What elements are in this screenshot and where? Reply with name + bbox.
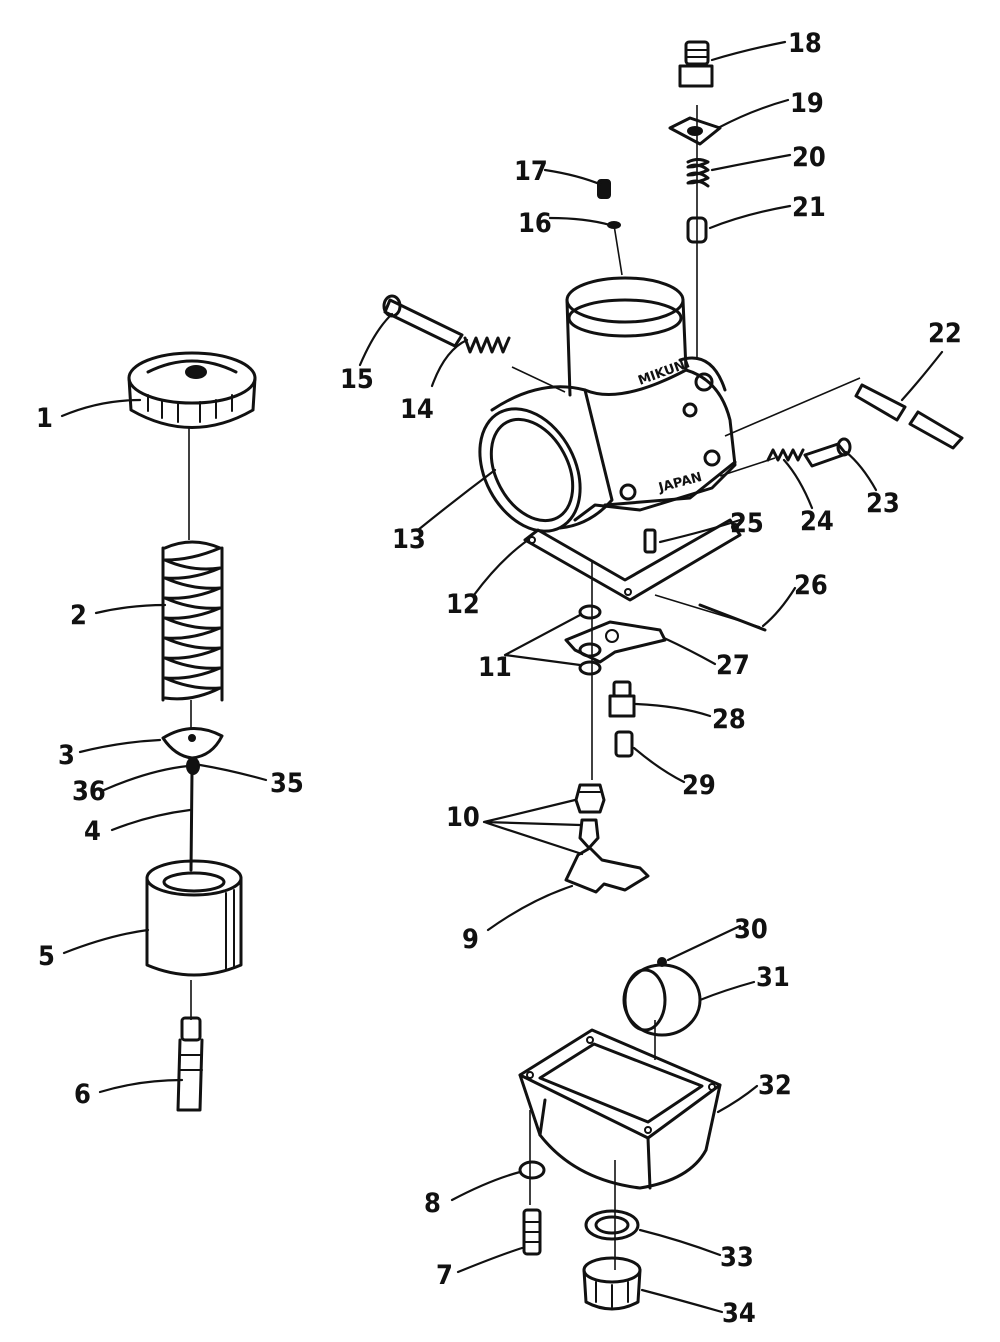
- leader-lines: [60, 40, 944, 1314]
- callout-22: 22: [928, 318, 962, 349]
- part-float: [622, 963, 702, 1037]
- part-top-screw: [597, 179, 611, 199]
- part-starter-nut: [678, 40, 714, 88]
- part-needle-valve: [578, 818, 600, 850]
- part-jet-holder: [614, 730, 634, 758]
- callout-35: 35: [270, 768, 304, 799]
- callout-20: 20: [792, 142, 826, 173]
- callout-24: 24: [800, 506, 834, 537]
- callout-15: 15: [340, 364, 374, 395]
- callout-8: 8: [424, 1188, 441, 1219]
- callout-3: 3: [58, 740, 75, 771]
- callout-32: 32: [758, 1070, 792, 1101]
- callout-4: 4: [84, 816, 101, 847]
- callout-7: 7: [436, 1260, 453, 1291]
- callout-25: 25: [730, 508, 764, 539]
- callout-18: 18: [788, 28, 822, 59]
- throttle-slide-stack: [127, 351, 257, 1112]
- callout-14: 14: [400, 394, 434, 425]
- part-main-jet: [608, 680, 636, 718]
- callout-21: 21: [792, 192, 826, 223]
- part-pilot-jet: [643, 528, 657, 554]
- callout-30: 30: [734, 914, 768, 945]
- callout-1: 1: [36, 403, 53, 434]
- part-clip-plate: [161, 726, 224, 760]
- callout-17: 17: [514, 156, 548, 187]
- part-drain-plug: [582, 1256, 642, 1311]
- part-throttle-stop-spring: [766, 448, 805, 462]
- part-float-bowl: [518, 1028, 722, 1190]
- part-air-screw: [382, 294, 464, 348]
- part-starter-plunger: [686, 216, 708, 244]
- part-starter-plate: [668, 116, 722, 146]
- part-carburetor-body: MIKUNI JAPAN: [478, 276, 737, 533]
- callout-27: 27: [716, 650, 750, 681]
- body-mark-mikuni: MIKUNI: [636, 356, 692, 389]
- callout-16: 16: [518, 208, 552, 239]
- callout-34: 34: [722, 1298, 756, 1329]
- callout-2: 2: [70, 600, 87, 631]
- carburetor-body-group: MIKUNI JAPAN: [382, 40, 964, 1311]
- callout-12: 12: [446, 589, 480, 620]
- callout-11: 11: [478, 652, 512, 683]
- callout-33: 33: [720, 1242, 754, 1273]
- part-float-bracket: [564, 846, 650, 894]
- callout-5: 5: [38, 941, 55, 972]
- part-throttle-valve: [145, 859, 243, 977]
- part-air-screw-spring: [463, 336, 511, 354]
- callout-31: 31: [756, 962, 790, 993]
- callout-26: 26: [794, 570, 828, 601]
- callout-6: 6: [74, 1079, 91, 1110]
- part-float-arm: [564, 620, 667, 664]
- part-bowl-gasket: [523, 518, 742, 602]
- part-starter-spring: [686, 158, 710, 188]
- part-needle-jet: [176, 1016, 204, 1112]
- callout-9: 9: [462, 924, 479, 955]
- callout-28: 28: [712, 704, 746, 735]
- callout-29: 29: [682, 770, 716, 801]
- part-throttle-spring: [161, 540, 224, 702]
- part-needle-valve-seat: [574, 783, 606, 814]
- callout-labels: 1 2 3 4 5 6 7 8 9 10 11 12 13 14 15 16 1…: [36, 28, 962, 1329]
- callout-19: 19: [790, 88, 824, 119]
- callout-10: 10: [446, 802, 480, 833]
- part-overflow-tubes: [854, 383, 964, 450]
- part-mixing-chamber-cap: [127, 351, 257, 429]
- part-float-pin: [698, 603, 767, 632]
- part-plug-gasket: [584, 1209, 640, 1241]
- callout-13: 13: [392, 524, 426, 555]
- callout-36: 36: [72, 776, 106, 807]
- part-bowl-washer: [518, 1160, 546, 1180]
- part-bowl-screw: [522, 1208, 542, 1256]
- part-washers: [578, 604, 602, 676]
- part-jet-needle: [189, 770, 194, 872]
- part-throttle-stop-screw: [803, 437, 852, 468]
- callout-23: 23: [866, 488, 900, 519]
